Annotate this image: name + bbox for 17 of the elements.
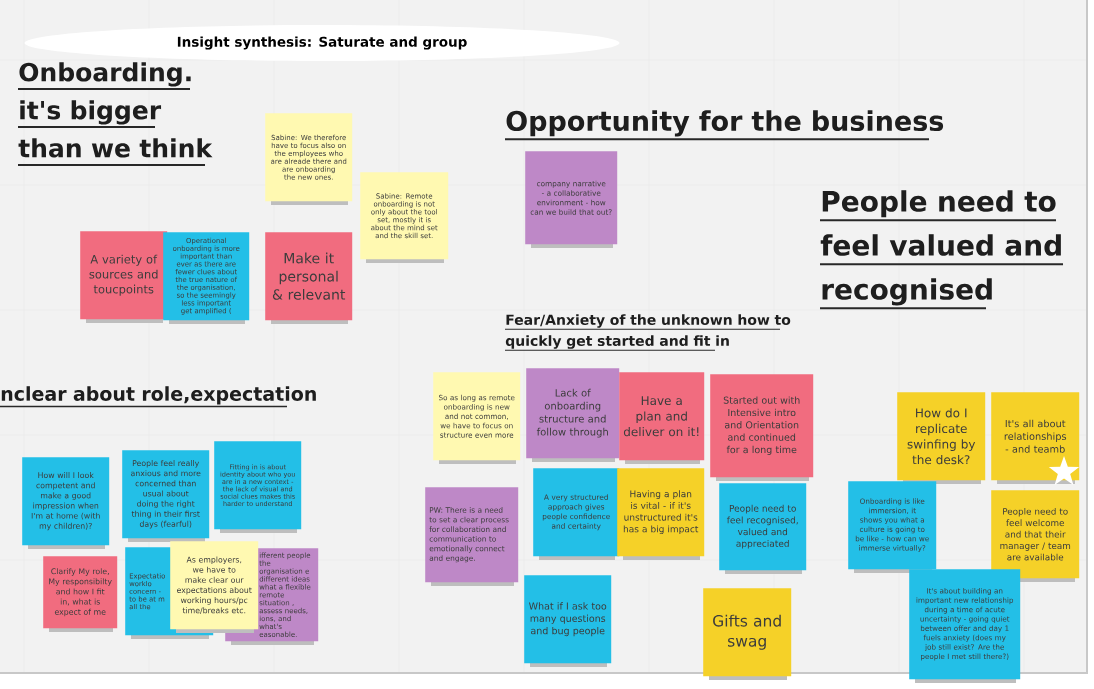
heading: Fear/Anxiety of the unknown how to quickly get started and fit in bbox=[504, 314, 791, 351]
sticky-note: It's all about relationships - and teamb bbox=[991, 392, 1080, 484]
sticky-note: How do I replicate swinfing by the desk? bbox=[897, 392, 986, 484]
sticky-note: Started out with Intensive intro and Orientation and continued for a long time bbox=[710, 374, 814, 481]
sticky-note: People need to feel welcome and that their manager / team are available bbox=[991, 490, 1080, 582]
sticky-note: People need to feel recognised, valued and appreciated bbox=[719, 483, 807, 574]
heading: nclear about role,expectation bbox=[0, 386, 316, 408]
sticky-note: Lack of onboarding structure and follow through bbox=[526, 368, 620, 462]
sticky-note: Gifts and swag bbox=[703, 588, 792, 680]
heading: People need to feel valued and recognised bbox=[819, 190, 1064, 310]
heading: Opportunity for the business bbox=[504, 110, 944, 141]
sticky-note: Make it personal & relevant bbox=[265, 232, 353, 324]
sticky-note: Having a plan is vital - if it's unstructured it's has a big impact bbox=[617, 468, 705, 560]
sticky-note: Have a plan and deliver on it! bbox=[619, 372, 705, 464]
heading: Onboarding. it's bigger than we think bbox=[17, 62, 213, 166]
sticky-note: A variety of sources and toucpoints bbox=[80, 231, 168, 323]
sticky-note: What if I ask too many questions and bug people bbox=[524, 575, 612, 667]
